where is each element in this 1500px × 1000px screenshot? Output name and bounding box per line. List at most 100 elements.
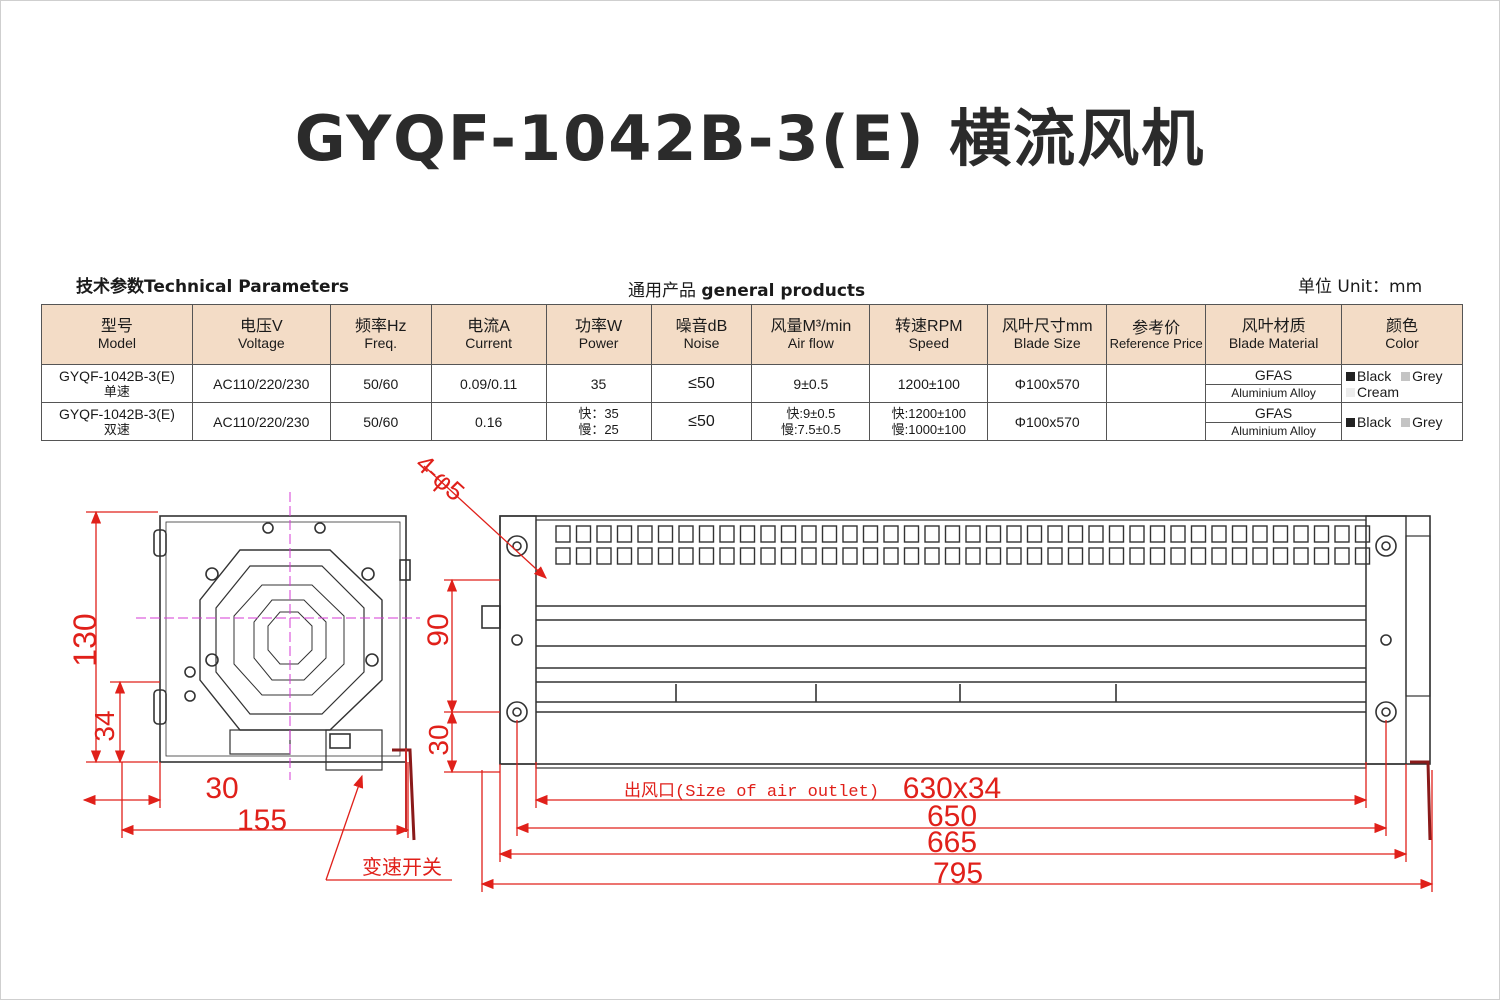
general-products-heading: 通用产品 general products xyxy=(628,276,865,301)
outlet-label: 出风口(Size of air outlet) xyxy=(624,781,879,802)
grille-slot xyxy=(821,525,838,543)
grille-slot xyxy=(1067,547,1084,565)
dim-outlet: 630x34 xyxy=(903,772,1001,805)
grille-slot xyxy=(924,547,940,565)
grille-slot xyxy=(1272,547,1289,565)
unit-label: 单位 Unit：mm xyxy=(1298,277,1423,297)
side-view-dimensions xyxy=(82,510,452,881)
cell-freq: 50/60 xyxy=(329,402,432,441)
grille-slot xyxy=(1006,547,1022,565)
grille-slot xyxy=(678,547,694,565)
grille-slot xyxy=(862,525,879,543)
grille-slot xyxy=(719,525,735,543)
dim-795: 795 xyxy=(933,857,983,890)
cell-current: 0.09/0.11 xyxy=(430,364,547,403)
front-grille xyxy=(555,525,1371,565)
grille-slot xyxy=(1170,525,1186,543)
side-view xyxy=(153,515,416,841)
grille-slot xyxy=(637,547,653,565)
general-products-en: general products xyxy=(701,281,866,301)
grille-slot xyxy=(780,525,797,543)
grille-slot xyxy=(1190,525,1207,543)
grille-slot xyxy=(1026,525,1043,543)
grille-slot xyxy=(1231,547,1248,565)
grille-slot xyxy=(903,525,920,543)
grille-slot xyxy=(739,525,756,543)
grille-slot xyxy=(780,547,797,565)
grille-slot xyxy=(801,547,817,565)
grille-slot xyxy=(1088,525,1104,543)
cell-voltage: AC110/220/230 xyxy=(191,402,331,441)
grille-slot xyxy=(596,525,612,543)
grille-slot xyxy=(1047,525,1063,543)
grey-swatch xyxy=(1401,417,1411,427)
switch-label: 变速开关 xyxy=(362,856,442,879)
grille-slot xyxy=(1231,525,1248,543)
grille-slot xyxy=(883,525,899,543)
cell-blade-size: Φ100x570 xyxy=(987,402,1108,441)
cell-price xyxy=(1106,364,1207,403)
grille-slot xyxy=(1272,525,1289,543)
grille-slot xyxy=(698,547,715,565)
grille-slot xyxy=(760,525,776,543)
grille-slot xyxy=(1129,525,1145,543)
grille-slot xyxy=(555,525,571,543)
grille-slot xyxy=(862,547,879,565)
grille-slot xyxy=(1149,547,1166,565)
cell-power: 35 xyxy=(545,364,652,403)
grille-slot xyxy=(1190,547,1207,565)
grille-slot xyxy=(1006,525,1022,543)
cell-speed: 1200±100 xyxy=(869,364,989,403)
grille-slot xyxy=(883,547,899,565)
cell-noise: ≤50 xyxy=(650,402,753,441)
table-row: GYQF-1042B-3(E)单速 AC110/220/230 50/60 0.… xyxy=(41,364,1463,403)
grille-slot xyxy=(575,547,592,565)
black-swatch xyxy=(1346,417,1356,427)
grille-slot xyxy=(1252,547,1268,565)
grille-slot xyxy=(616,525,633,543)
cell-freq: 50/60 xyxy=(329,364,432,403)
cell-blade-size: Φ100x570 xyxy=(987,364,1108,403)
grille-slot xyxy=(1108,547,1125,565)
grille-slot xyxy=(944,547,961,565)
grille-slot xyxy=(842,547,858,565)
cell-price xyxy=(1106,402,1207,441)
cell-color: Black Grey Cream xyxy=(1341,364,1463,403)
dim-front-lower: 30 xyxy=(423,724,454,755)
grille-slot xyxy=(985,525,1002,543)
grille-slot xyxy=(596,547,612,565)
grille-slot xyxy=(739,547,756,565)
cream-swatch xyxy=(1346,387,1356,397)
grille-slot xyxy=(924,525,940,543)
grille-slot xyxy=(965,525,981,543)
cell-airflow: 9±0.5 xyxy=(751,364,871,403)
grille-slot xyxy=(657,525,674,543)
heading-en: Technical Parameters xyxy=(144,277,350,297)
grille-slot xyxy=(985,547,1002,565)
grille-slot xyxy=(1334,525,1350,543)
dim-665: 665 xyxy=(927,826,977,859)
dim-side-offset: 30 xyxy=(205,772,238,805)
grille-slot xyxy=(1067,525,1084,543)
grille-slot xyxy=(637,525,653,543)
grille-slot xyxy=(1313,547,1330,565)
black-swatch xyxy=(1346,371,1356,381)
grille-slot xyxy=(1211,547,1227,565)
grille-slot xyxy=(821,547,838,565)
cell-noise: ≤50 xyxy=(650,364,753,403)
cell-voltage: AC110/220/230 xyxy=(191,364,331,403)
cell-model: GYQF-1042B-3(E)单速 xyxy=(41,364,193,403)
